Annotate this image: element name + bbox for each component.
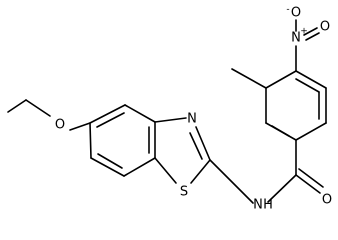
charge-nitro-oxygen-minus: - xyxy=(286,5,289,15)
bond-b5 xyxy=(295,70,327,89)
bond-c2-nh xyxy=(209,159,254,204)
bond-b2-inner xyxy=(271,125,290,137)
atom-label-ether-oxygen: O xyxy=(55,118,65,133)
bond-o-aryl xyxy=(69,122,91,131)
bond-b4 xyxy=(265,70,297,89)
atom-label-amide-hydrogen: H xyxy=(263,198,273,213)
bond-ch3-ch2 xyxy=(7,99,27,113)
atom-label-nitro-oxygen-top: O xyxy=(291,6,301,21)
charge-nitro-nitrogen-plus: + xyxy=(300,27,308,37)
bond-c2-s xyxy=(190,159,211,184)
bond-b5-inner xyxy=(295,78,320,93)
nitrotoluene-ring xyxy=(265,70,327,176)
atom-label-thiazole-sulfur: S xyxy=(180,185,188,200)
bond-ar2 xyxy=(124,104,156,123)
atom-label-carbonyl-oxygen: O xyxy=(322,193,332,208)
bond-s-c7a xyxy=(154,157,177,184)
ethoxy-group xyxy=(7,99,91,131)
atom-label-nitro-nitrogen: N xyxy=(291,31,301,46)
bond-nh-carbonyl xyxy=(267,174,297,203)
bond-ar1 xyxy=(89,104,126,124)
amide-linkage xyxy=(209,159,324,204)
bond-n-c2-inner xyxy=(189,132,203,160)
bond-ar4 xyxy=(123,157,156,177)
bond-ch2-o xyxy=(25,99,51,117)
bond-nitro-n-o-right-2 xyxy=(305,32,320,41)
bond-ar1-inner xyxy=(96,112,125,128)
atom-labels: O N S N H O N + O - O xyxy=(55,5,332,213)
structure-canvas: O N S N H O N + O - O xyxy=(7,5,332,213)
bond-n-c2-outer xyxy=(195,126,211,161)
atom-label-amide-nitrogen: N xyxy=(253,198,263,213)
bond-nitro-n-o-right-1 xyxy=(303,27,318,36)
benzothiazole-benzene-ring xyxy=(89,104,156,177)
bond-b7 xyxy=(295,122,327,141)
molecule-structure: O N S N H O N + O - O xyxy=(7,5,332,213)
bond-carbonyl-o-2 xyxy=(298,168,324,188)
bond-ar5 xyxy=(90,157,125,177)
bond-methyl xyxy=(231,68,267,89)
atom-label-nitro-oxygen-right: O xyxy=(320,20,330,35)
atom-label-thiazole-nitrogen: N xyxy=(187,112,197,127)
bond-ar5-inner xyxy=(97,153,123,169)
bond-c3a-n xyxy=(154,117,187,123)
substituents xyxy=(231,19,320,89)
bond-ar6 xyxy=(89,122,92,159)
thiazole-ring xyxy=(154,117,211,184)
bond-carbonyl-o-1 xyxy=(295,174,321,194)
